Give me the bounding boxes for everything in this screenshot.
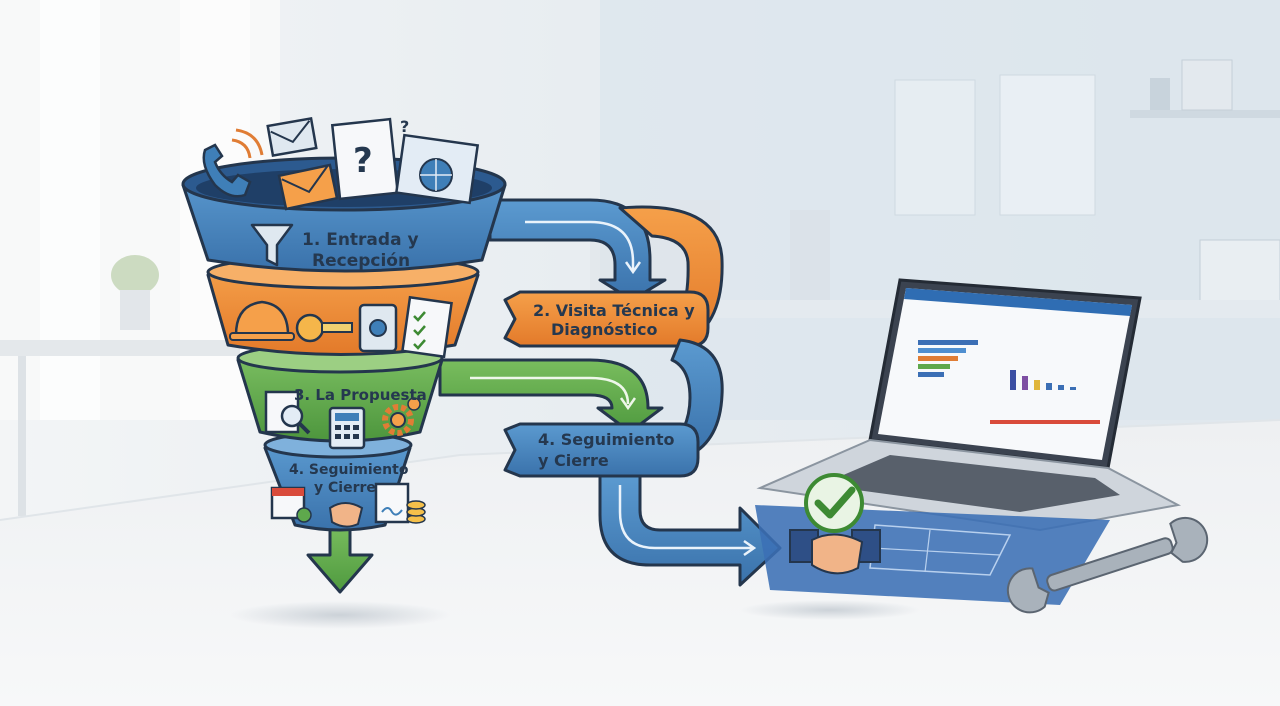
hard-hat-icon bbox=[229, 300, 295, 341]
ribbon-stage2-line1: 2. Visita Técnica y bbox=[533, 301, 695, 320]
stage4-label-line1: 4. Seguimiento bbox=[289, 462, 409, 478]
coin-stack-icon bbox=[406, 500, 426, 524]
ribbon-final-arrow bbox=[598, 474, 782, 587]
svg-text:?: ? bbox=[353, 141, 373, 181]
clipboard-checklist-icon bbox=[401, 295, 453, 359]
gear-icon bbox=[382, 397, 421, 436]
ribbon-stage4-line1: 4. Seguimiento bbox=[538, 430, 675, 449]
document-magnifier-icon bbox=[264, 390, 311, 435]
stage1-label-line1: 1. Entrada y bbox=[302, 230, 419, 250]
calendar-icon bbox=[270, 486, 312, 523]
filter-funnel-icon bbox=[250, 223, 294, 267]
globe-window-icon bbox=[394, 133, 480, 205]
ribbon-blue-top bbox=[488, 198, 667, 302]
handshake-icon bbox=[328, 502, 364, 528]
tape-measure-icon bbox=[295, 313, 353, 343]
handshake-icon bbox=[789, 529, 881, 575]
funnel: ? ? bbox=[181, 116, 507, 594]
camera-tablet-icon bbox=[358, 303, 398, 353]
ribbon-blue-banner bbox=[503, 422, 700, 478]
ribbon-stage2-line2: Diagnóstico bbox=[551, 320, 658, 339]
stage3-label: 3. La Propuesta bbox=[294, 386, 427, 404]
stage4-label-line2: y Cierre bbox=[314, 480, 376, 496]
signed-document-icon bbox=[374, 482, 410, 524]
wrench-icon bbox=[1006, 516, 1209, 614]
stage1-label-line2: Recepción bbox=[312, 251, 410, 271]
envelope-icon bbox=[266, 116, 339, 211]
svg-text:?: ? bbox=[400, 117, 409, 136]
laptop-dashboard bbox=[756, 278, 1182, 532]
calculator-icon bbox=[328, 406, 366, 450]
flow-ribbons bbox=[438, 198, 782, 587]
question-notepad-icon: ? ? bbox=[330, 117, 409, 201]
destination-handshake bbox=[789, 473, 881, 575]
phone-icon bbox=[202, 128, 264, 198]
ribbon-stage4-line2: y Cierre bbox=[538, 451, 609, 470]
check-badge-icon bbox=[804, 473, 864, 533]
